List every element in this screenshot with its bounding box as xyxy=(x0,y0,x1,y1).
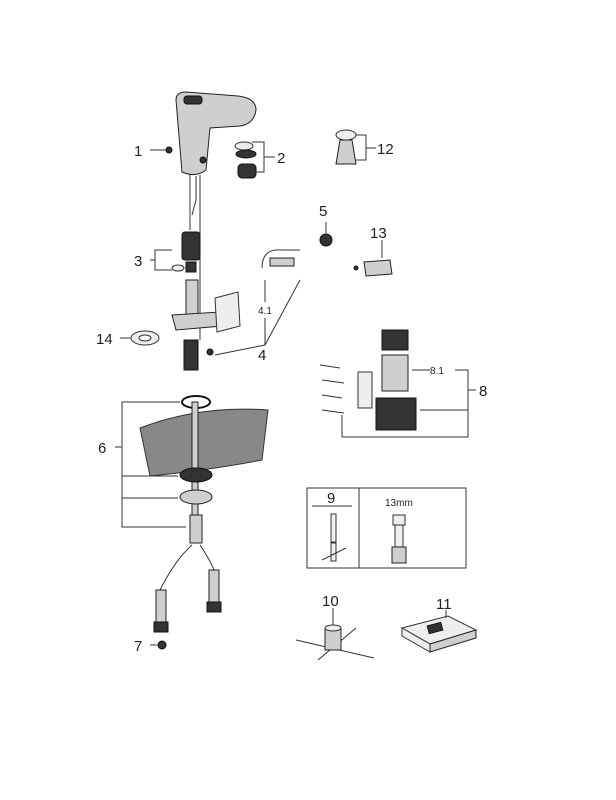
part-label-2: 2 xyxy=(277,150,285,167)
part-label-10: 10 xyxy=(322,593,339,610)
part-12-aerator-key xyxy=(335,129,357,165)
part-5-cap xyxy=(319,233,333,247)
tool-size-label: 13mm xyxy=(385,498,413,509)
part-label-8-1: 8.1 xyxy=(430,366,444,377)
part-label-5: 5 xyxy=(319,203,327,220)
part-13-lever xyxy=(353,259,393,277)
part-label-7: 7 xyxy=(134,638,142,655)
part-11-remote-control xyxy=(400,615,478,653)
leader-line-8 xyxy=(341,369,476,438)
part-3-solenoid xyxy=(171,231,201,273)
part-label-11: 11 xyxy=(436,596,452,613)
part-4-angle-valve xyxy=(261,233,333,269)
part-7-filter xyxy=(157,640,167,650)
part-label-4: 4 xyxy=(258,347,266,364)
supply-hoses xyxy=(153,544,222,650)
part-label-14: 14 xyxy=(96,331,113,348)
part-label-12: 12 xyxy=(377,141,394,158)
part-10-mounting-tool xyxy=(295,624,375,661)
part-1-screw xyxy=(165,146,173,154)
faucet-body xyxy=(175,91,257,176)
part-8-battery-box xyxy=(319,329,417,431)
part-label-9: 9 xyxy=(327,490,335,507)
part-label-4-1: 4.1 xyxy=(258,306,272,317)
part-2-aerator xyxy=(234,141,257,179)
leader-line-4 xyxy=(214,279,301,356)
leader-line-6 xyxy=(115,401,186,528)
part-label-13: 13 xyxy=(370,225,387,242)
part-6-mounting-set xyxy=(139,395,269,544)
part-label-6: 6 xyxy=(98,440,106,457)
mounting-assembly xyxy=(171,279,241,371)
part-label-8: 8 xyxy=(479,383,487,400)
leader-line-2 xyxy=(252,141,275,173)
part-label-3: 3 xyxy=(134,253,142,270)
leader-line-3 xyxy=(150,249,172,271)
leader-line-12 xyxy=(356,134,376,161)
part-label-1: 1 xyxy=(134,143,142,160)
part-9-tool-box xyxy=(306,487,467,569)
